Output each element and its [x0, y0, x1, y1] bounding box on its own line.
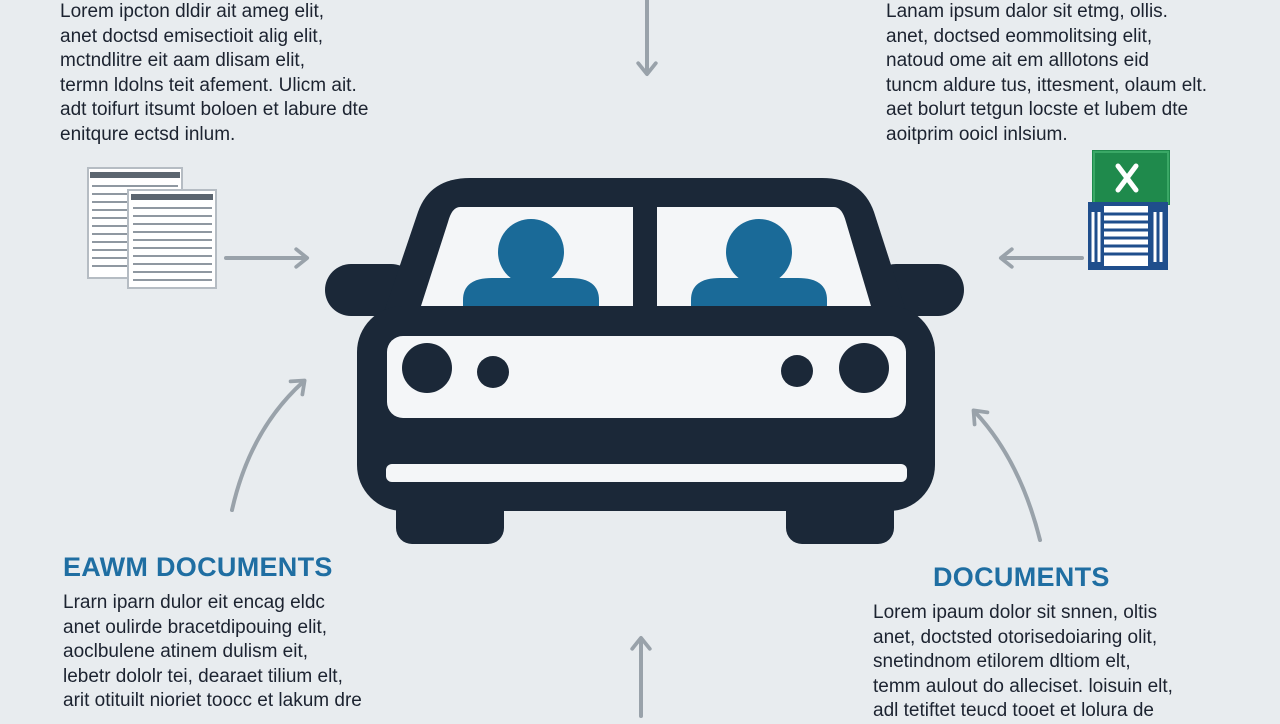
- document-stack-icon: [87, 167, 217, 289]
- text-line: anet, doctsed eommolitsing elit,: [886, 25, 1153, 47]
- text-line: Lorem ipaum dolor sit snnen, oltis: [873, 602, 1158, 623]
- car-headlight-left: [402, 343, 452, 393]
- text-block-top-right: Lanam ipsum dalor sit etmg, ollis. anet,…: [886, 0, 1207, 147]
- arrow-lower-left-icon: [230, 378, 307, 512]
- text-line: adl tetiftet teucd tooet et lolura de: [873, 700, 1154, 721]
- car-bumper: [386, 464, 907, 482]
- person-icon: [691, 219, 827, 306]
- text-block-bottom-left: EAWM DOCUMENTS Lrarn iparn dulor eit enc…: [63, 552, 362, 714]
- text-line: aoclbulene atinem dulism eit,: [63, 641, 309, 662]
- paragraph: Lorem ipaum dolor sit snnen, oltis anet,…: [873, 601, 1173, 724]
- text-block-bottom-right: DOCUMENTS Lorem ipaum dolor sit snnen, o…: [873, 562, 1173, 724]
- paragraph: Lorem ipcton dldir ait ameg elit, anet d…: [60, 0, 368, 147]
- text-line: arit otituilt nioriet toocc et lakum dre: [63, 690, 362, 711]
- text-line: snetindnom etilorem dltiom elt,: [873, 651, 1131, 672]
- car-headlight-right: [839, 343, 889, 393]
- text-line: aet bolurt tetgun locste et lubem dte: [886, 99, 1189, 120]
- paragraph: Lanam ipsum dalor sit etmg, ollis. anet,…: [886, 0, 1207, 147]
- text-line: Lanam ipsum dalor sit etmg, ollis.: [886, 1, 1168, 22]
- text-line: natoud ome ait em alllotons eid: [886, 50, 1149, 71]
- text-line: anet oulirde bracetdipouing elit,: [63, 616, 328, 638]
- text-line: Lrarn iparn dulor eit encag eldc: [63, 592, 325, 613]
- text-line: termn ldolns teit afement. Ulicm ait.: [60, 74, 357, 96]
- text-line: anet, doctsted otorisedoiaring olit,: [873, 626, 1158, 648]
- spreadsheet-icon: [1088, 150, 1170, 270]
- car-front-panel: [387, 336, 906, 418]
- text-line: anet doctsd emisectioit alig elit,: [60, 25, 323, 47]
- paragraph: Lrarn iparn dulor eit encag eldc anet ou…: [63, 591, 362, 714]
- car-icon: [325, 178, 964, 544]
- car-indicator-left: [477, 356, 509, 388]
- car-indicator-right: [781, 355, 813, 387]
- section-heading: DOCUMENTS: [933, 562, 1110, 592]
- section-heading: EAWM DOCUMENTS: [63, 552, 333, 582]
- text-line: enitqure ectsd inlum.: [60, 123, 236, 145]
- text-block-top-left: Lorem ipcton dldir ait ameg elit, anet d…: [60, 0, 368, 147]
- text-line: lebetr dololr tei, dearaet tilium elt,: [63, 665, 343, 687]
- text-line: Lorem ipcton dldir ait ameg elit,: [60, 1, 325, 22]
- text-line: aoitprim ooicl inlsium.: [886, 123, 1068, 145]
- text-line: temm aulout do alleciset. loisuin elt,: [873, 675, 1173, 697]
- text-line: tuncm aldure tus, ittesment, olaum elt.: [886, 74, 1208, 96]
- person-icon: [463, 219, 599, 306]
- arrow-lower-right-icon: [971, 408, 1042, 542]
- text-line: adt toifurt itsumt boloen et labure dte: [60, 99, 369, 120]
- text-line: mctndlitre eit aam dlisam elit,: [60, 50, 305, 71]
- flow-arrows: [224, 0, 1084, 718]
